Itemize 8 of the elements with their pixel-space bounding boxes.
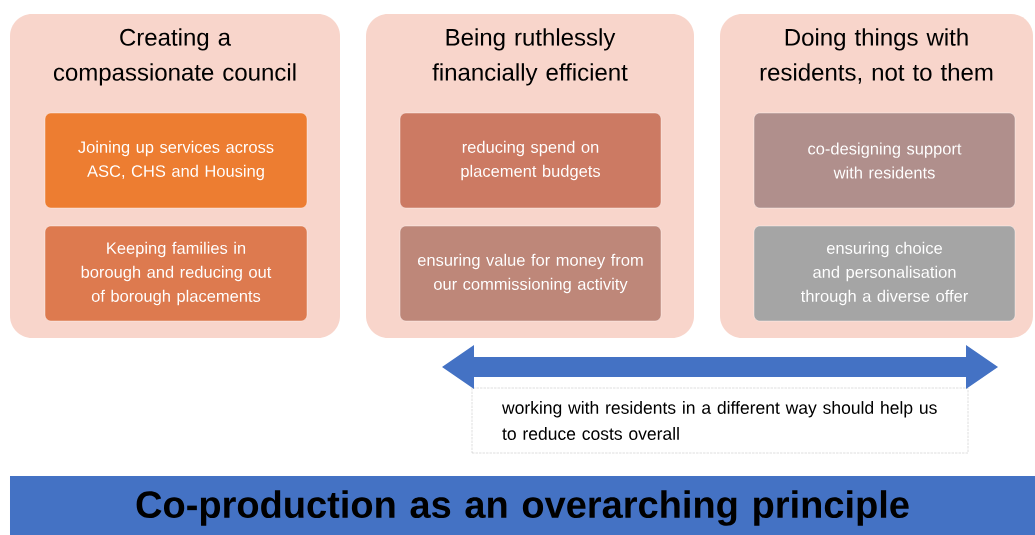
goal-box: ensuring value for money from our commissioning activity [399,225,662,322]
goal-box: reducing spend on placement budgets [399,112,662,209]
goal-box: Keeping families in borough and reducing out of borough placements [44,225,308,322]
goal-box: co-designing support with residents [753,112,1016,209]
goal-box: ensuring choice and personalisation through a diverse offer [753,225,1016,322]
goal-box: Joining up services across ASC, CHS and Housing [44,112,308,209]
note-box: working with residents in a different way should help us to reduce costs overall [471,387,969,454]
principle-banner: Co-production as an overarching principle [10,476,1035,535]
